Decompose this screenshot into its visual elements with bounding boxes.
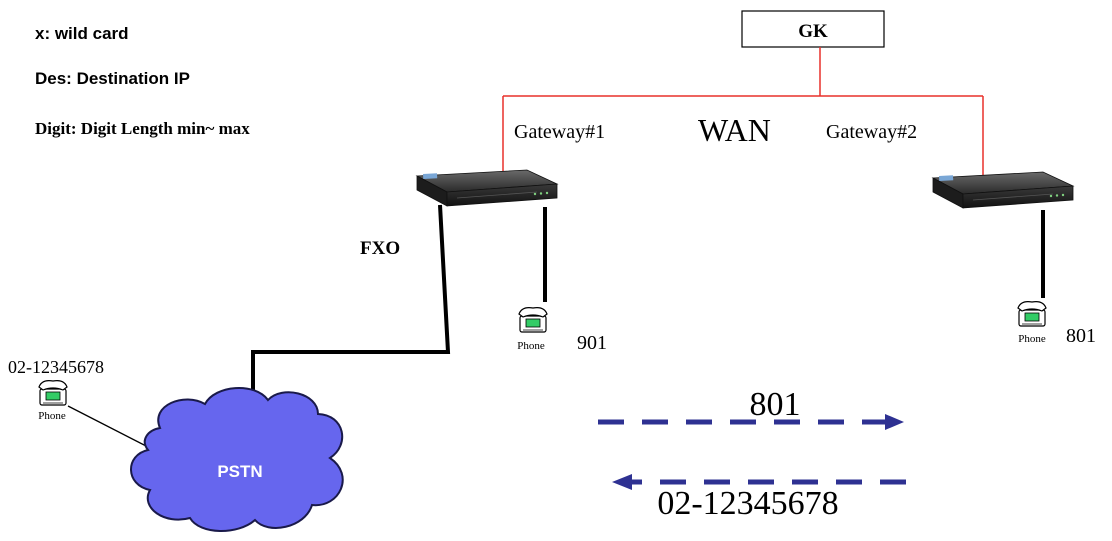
phone-901-icon bbox=[518, 307, 548, 333]
wan-label: WAN bbox=[698, 112, 771, 148]
fxo-cable bbox=[251, 204, 451, 403]
forward-call-label: 801 bbox=[750, 386, 801, 423]
gatekeeper-box bbox=[741, 10, 885, 48]
phone-901-extension: 901 bbox=[577, 332, 607, 354]
pstn-phone-icon bbox=[38, 380, 68, 406]
gatekeeper-label: GK bbox=[798, 21, 828, 42]
legend-destination: Des: Destination IP bbox=[35, 69, 190, 88]
fxo-label: FXO bbox=[360, 238, 400, 259]
gateway1-label: Gateway#1 bbox=[514, 121, 605, 143]
forward-call-arrow bbox=[598, 414, 904, 430]
phone-801-extension: 801 bbox=[1066, 325, 1096, 347]
pstn-cloud bbox=[130, 387, 344, 532]
phone-801-caption: Phone bbox=[1018, 333, 1046, 345]
gateway2-device bbox=[932, 171, 1074, 209]
phone-901-caption: Phone bbox=[517, 340, 545, 352]
pstn-label: PSTN bbox=[217, 462, 262, 481]
pstn-phone-caption: Phone bbox=[38, 410, 66, 422]
pstn-phone-number: 02-12345678 bbox=[8, 357, 104, 377]
gateway2-label: Gateway#2 bbox=[826, 121, 917, 143]
return-call-label: 02-12345678 bbox=[657, 485, 838, 522]
legend-digit-length: Digit: Digit Length min~ max bbox=[35, 119, 250, 138]
gateway1-device bbox=[416, 169, 558, 207]
pstn-phone-line bbox=[67, 405, 151, 449]
phone-801-icon bbox=[1017, 301, 1047, 327]
return-call-arrow bbox=[612, 474, 906, 490]
legend-wildcard: x: wild card bbox=[35, 24, 129, 43]
